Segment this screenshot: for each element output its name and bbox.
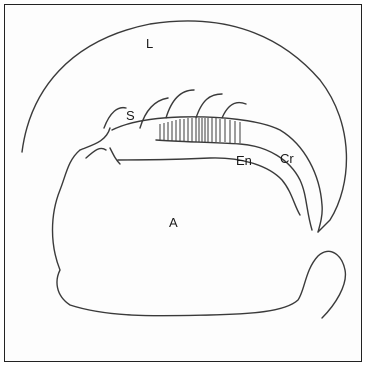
label-S: S — [126, 108, 135, 123]
label-En: En — [236, 153, 252, 168]
band-upper-edge — [112, 117, 322, 232]
label-L: L — [146, 36, 153, 51]
label-A: A — [169, 215, 178, 230]
lower-body-outline — [53, 150, 346, 318]
projection-2 — [166, 90, 194, 118]
label-Cr: Cr — [280, 151, 294, 166]
left-lobe-outline — [80, 128, 110, 150]
inner-contour — [110, 148, 120, 164]
projection-4 — [222, 103, 246, 118]
band-hatching — [160, 118, 240, 143]
bump-1 — [86, 148, 106, 158]
projection-3 — [196, 94, 222, 118]
endothelium-line — [118, 158, 300, 215]
